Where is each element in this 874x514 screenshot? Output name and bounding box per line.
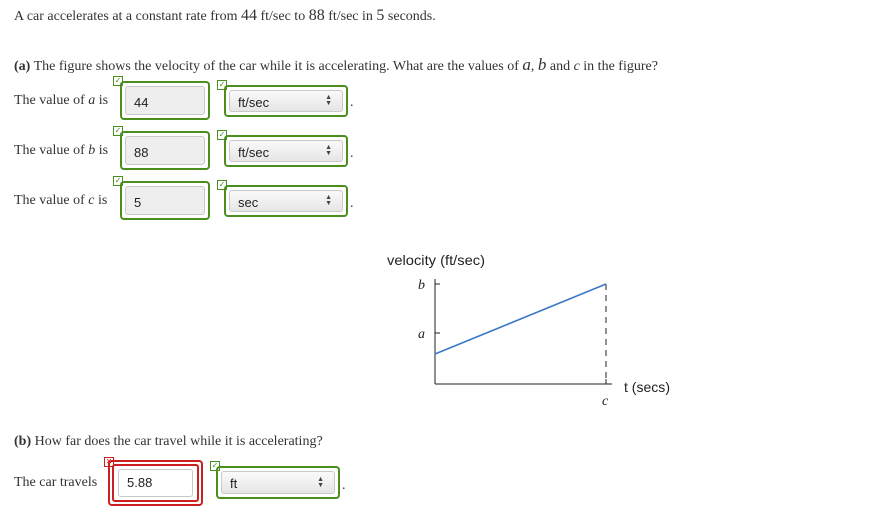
problem-text: seconds.	[384, 9, 436, 24]
period: .	[350, 95, 354, 110]
distance-unit-value: ft	[230, 476, 238, 491]
velocity-graph: velocity (ft/sec) b a c t (secs)	[387, 252, 670, 409]
problem-statement: A car accelerates at a constant rate fro…	[14, 7, 436, 25]
incorrect-border	[112, 464, 199, 502]
final-velocity: 88	[308, 7, 325, 24]
unit-a-value: ft/sec	[238, 95, 270, 110]
period: .	[342, 478, 346, 493]
unit-c-select[interactable]: sec ▲▼	[229, 190, 343, 212]
value-c-answer: 5	[120, 181, 210, 220]
initial-velocity: 44	[240, 7, 257, 24]
var-a: a	[522, 55, 531, 74]
problem-text: ft/sec in	[324, 9, 377, 24]
tick-label-b: b	[418, 278, 425, 293]
label-text: The value of	[14, 193, 89, 208]
tick-label-c: c	[602, 394, 609, 409]
label-var: b	[88, 143, 96, 158]
period: .	[350, 146, 354, 161]
unit-c-answer: sec ▲▼	[224, 185, 348, 217]
distance-answer: 5.88	[108, 460, 203, 506]
value-c-input[interactable]: 5	[125, 186, 205, 215]
value-a-answer: 44	[120, 81, 210, 120]
travel-label: The car travels	[14, 475, 98, 490]
duration: 5	[376, 7, 385, 24]
problem-text: A car accelerates at a constant rate fro…	[14, 9, 241, 24]
unit-b-answer: ft/sec ▲▼	[224, 135, 348, 167]
period: .	[350, 196, 354, 211]
value-b-answer: 88	[120, 131, 210, 170]
part-b-question: (b) How far does the car travel while it…	[14, 434, 323, 450]
unit-b-select[interactable]: ft/sec ▲▼	[229, 140, 343, 162]
value-a-input[interactable]: 44	[125, 86, 205, 115]
unit-a-answer: ft/sec ▲▼	[224, 85, 348, 117]
var-c: c	[573, 59, 580, 74]
question-text: in the figure?	[579, 59, 658, 74]
label-text: is	[94, 193, 108, 208]
label-var: c	[88, 193, 95, 208]
label-var: a	[88, 93, 96, 108]
separator: and	[546, 59, 574, 74]
unit-b-value: ft/sec	[238, 145, 270, 160]
value-b-input[interactable]: 88	[125, 136, 205, 165]
distance-input[interactable]: 5.88	[118, 469, 193, 497]
unit-a-select[interactable]: ft/sec ▲▼	[229, 90, 343, 112]
x-axis-label: t (secs)	[624, 379, 670, 395]
var-b: b	[537, 55, 547, 74]
distance-unit-select[interactable]: ft ▲▼	[221, 471, 335, 494]
part-a-label: (a)	[14, 59, 31, 74]
select-arrows-icon: ▲▼	[325, 94, 332, 107]
question-text: The figure shows the velocity of the car…	[30, 59, 523, 74]
tick-label-a: a	[418, 327, 425, 342]
select-arrows-icon: ▲▼	[325, 144, 332, 157]
label-text: The value of	[14, 93, 89, 108]
row-a-label: The value of a is	[14, 93, 108, 109]
select-arrows-icon: ▲▼	[325, 194, 332, 207]
part-a-question: (a) The figure shows the velocity of the…	[14, 55, 658, 75]
separator: ,	[530, 59, 538, 74]
label-text: is	[95, 143, 109, 158]
problem-text: ft/sec to	[256, 9, 309, 24]
part-b-label: (b)	[14, 434, 32, 449]
unit-c-value: sec	[238, 195, 259, 210]
select-arrows-icon: ▲▼	[317, 475, 324, 489]
question-text: How far does the car travel while it is …	[31, 434, 323, 449]
row-c-label: The value of c is	[14, 193, 107, 209]
label-text: The value of	[14, 143, 89, 158]
label-text: is	[95, 93, 109, 108]
distance-unit-answer: ft ▲▼	[216, 466, 340, 499]
velocity-series-line	[434, 283, 607, 355]
row-b-label: The value of b is	[14, 143, 108, 159]
y-axis-label: velocity (ft/sec)	[387, 252, 485, 268]
